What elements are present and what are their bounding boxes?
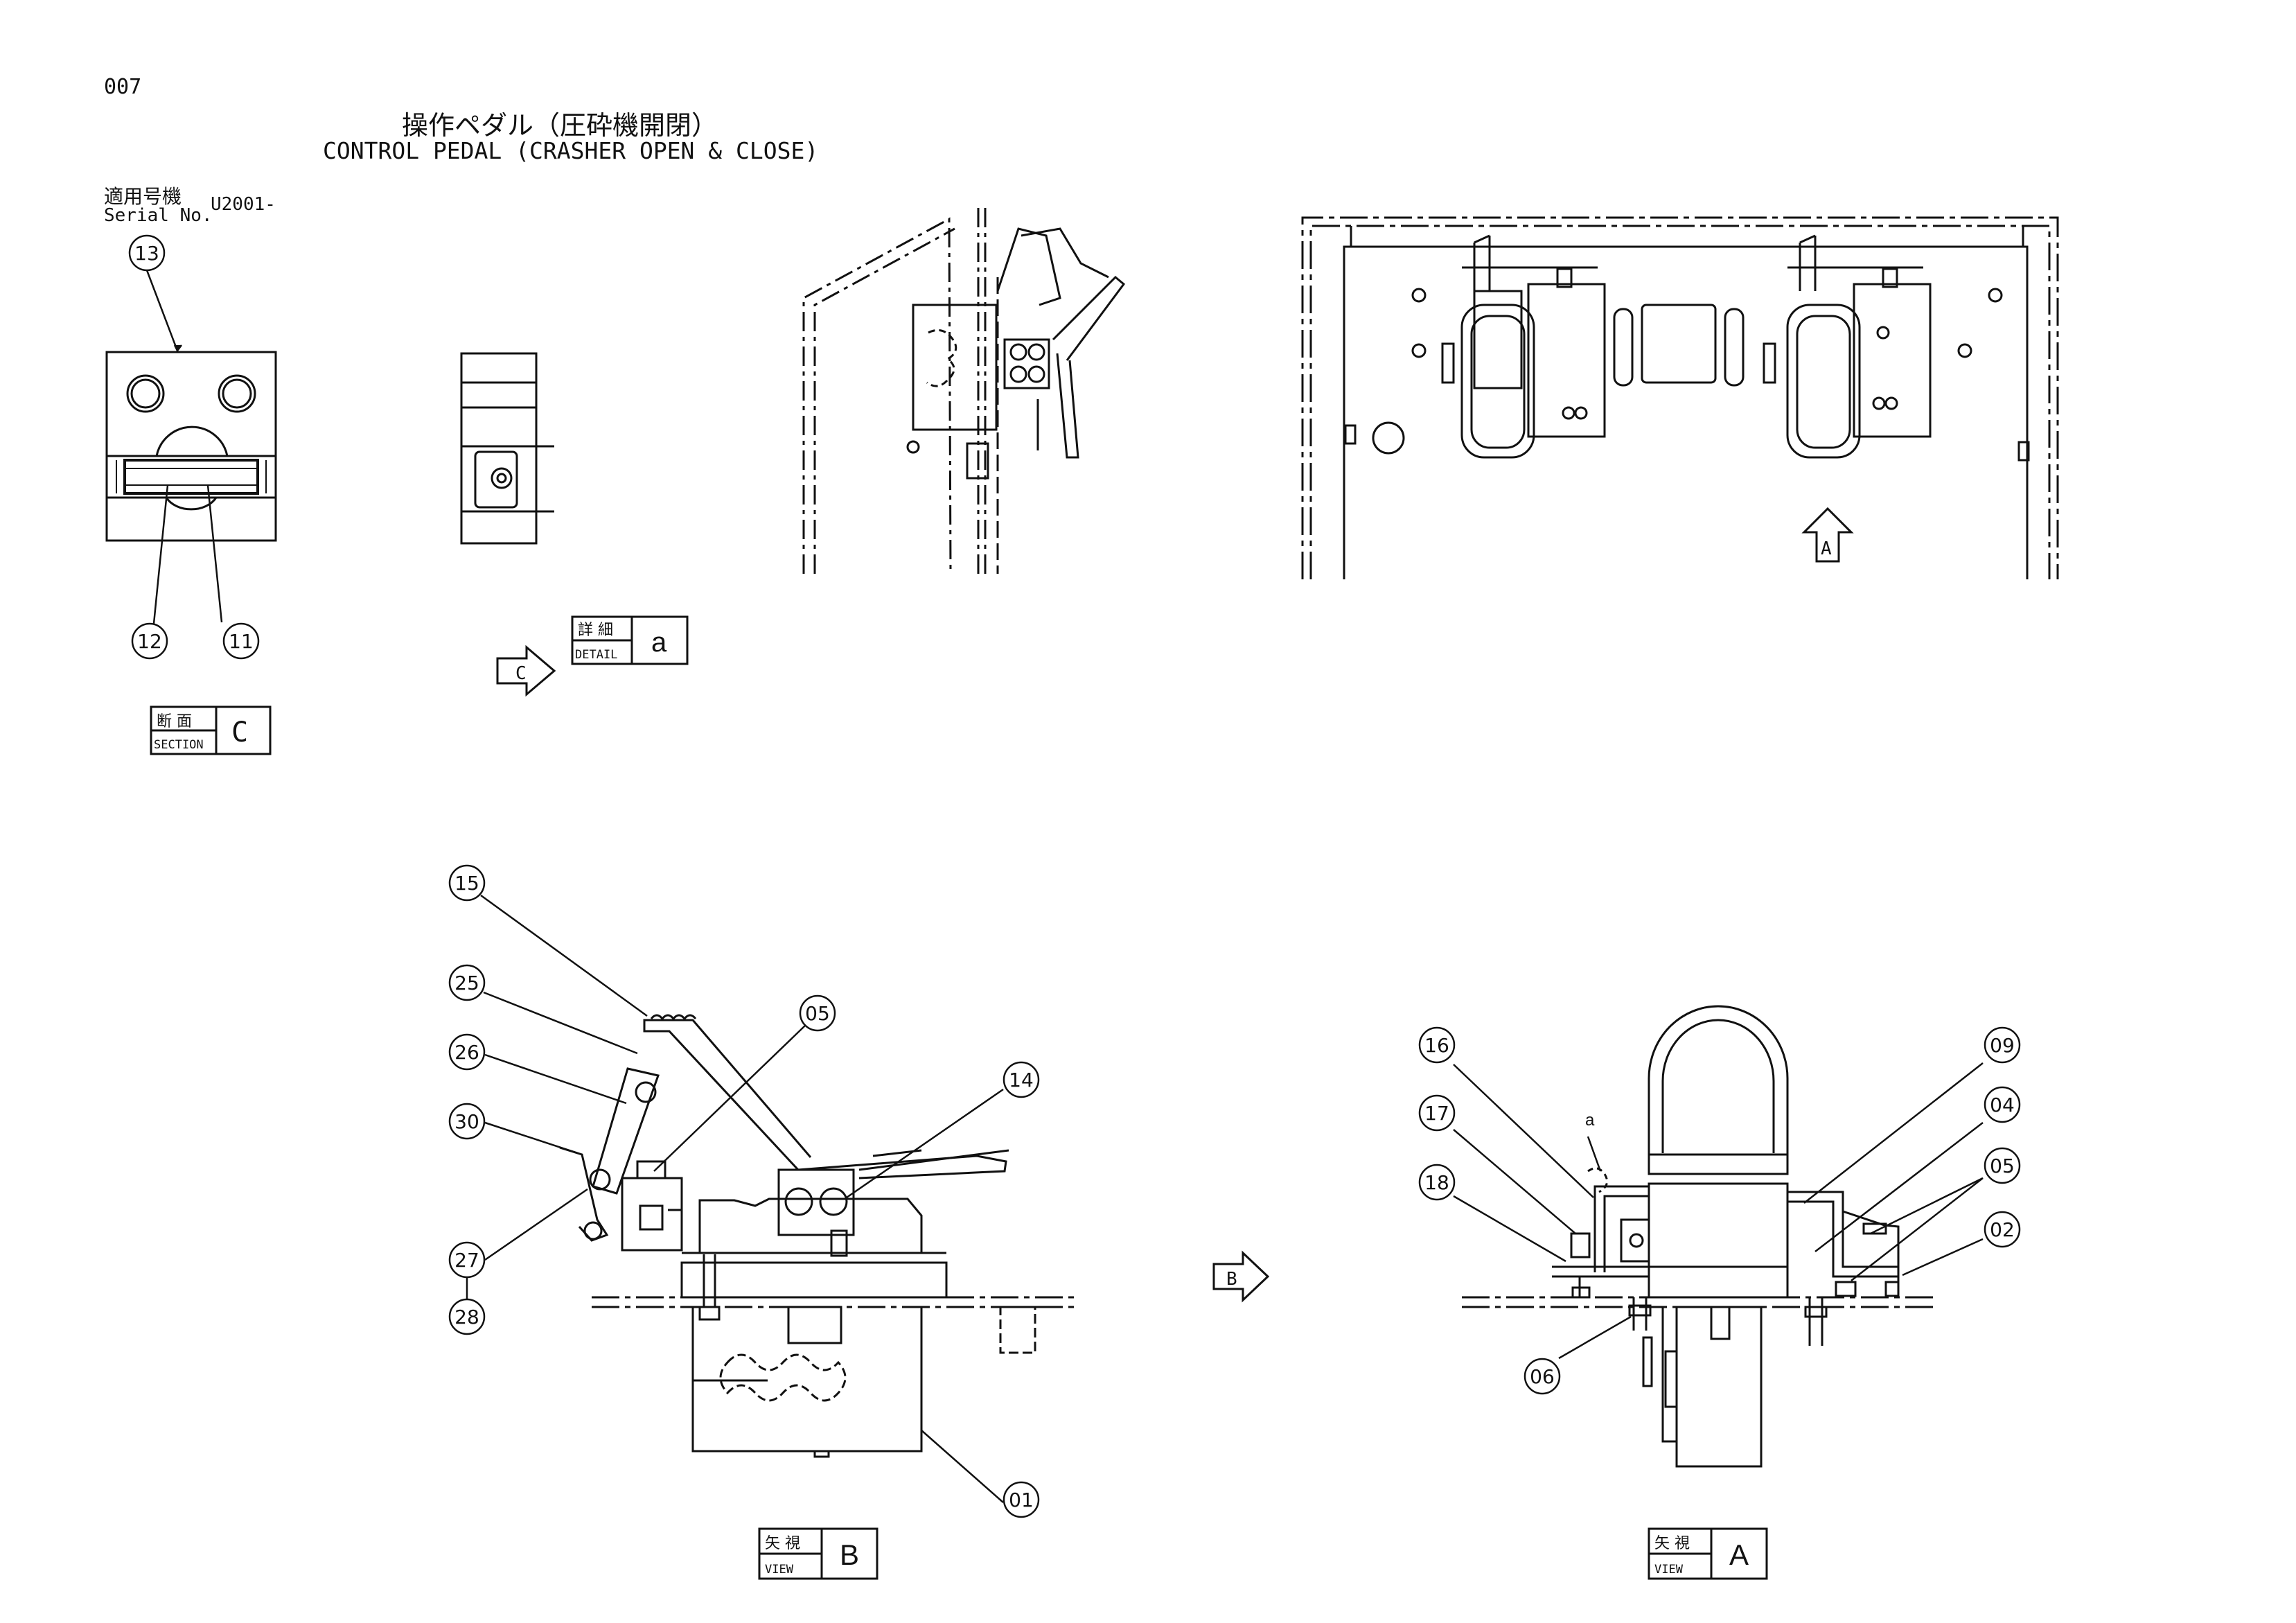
detail-a-drawing xyxy=(460,352,554,545)
balloon-25 xyxy=(448,964,486,1001)
balloon-17 xyxy=(1418,1094,1456,1132)
balloon-15-number: 15 xyxy=(454,872,479,895)
view-b-en: VIEW xyxy=(765,1563,794,1577)
balloon-13-number: 13 xyxy=(134,242,159,265)
view-a-drawing xyxy=(1462,1005,1933,1468)
balloon-26-number: 26 xyxy=(454,1041,479,1064)
balloon-18-number: 18 xyxy=(1424,1171,1449,1194)
detail-a-jp: 詳 細 xyxy=(578,622,613,639)
view-arrow-b xyxy=(1212,1250,1270,1303)
balloon-16 xyxy=(1418,1026,1456,1064)
balloon-02 xyxy=(1984,1211,2021,1248)
arrow-b-letter: B xyxy=(1226,1269,1237,1290)
balloon-05-right-number: 05 xyxy=(1990,1155,2015,1177)
balloon-14 xyxy=(1003,1061,1040,1098)
balloon-04-number: 04 xyxy=(1990,1094,2015,1116)
serial-label-jp: 適用号機 xyxy=(104,185,182,208)
section-c-drawing xyxy=(105,351,277,542)
balloon-27 xyxy=(448,1241,486,1279)
detail-reference-letter: a xyxy=(1585,1111,1595,1130)
balloon-11-number: 11 xyxy=(229,630,254,653)
arrow-a-letter: A xyxy=(1821,538,1832,559)
view-a-label-box xyxy=(1648,1527,1768,1580)
balloon-27-number: 27 xyxy=(454,1249,479,1272)
balloon-25-number: 25 xyxy=(454,972,479,994)
balloon-05-left xyxy=(799,994,836,1032)
balloon-28 xyxy=(448,1298,486,1335)
view-a-letter: A xyxy=(1729,1538,1749,1571)
balloon-01 xyxy=(1003,1481,1040,1518)
balloon-16-number: 16 xyxy=(1424,1034,1449,1057)
balloon-04 xyxy=(1984,1086,2021,1123)
view-arrow-c xyxy=(496,644,556,697)
balloon-18 xyxy=(1418,1164,1456,1201)
section-c-letter: C xyxy=(231,717,248,748)
page-number: 007 xyxy=(104,75,142,99)
view-b-label-box xyxy=(758,1527,878,1580)
view-a-en: VIEW xyxy=(1654,1563,1684,1577)
balloon-05-right xyxy=(1984,1147,2021,1184)
balloon-06 xyxy=(1524,1358,1561,1395)
balloon-26 xyxy=(448,1033,486,1071)
balloon-15 xyxy=(448,864,486,902)
balloon-02-number: 02 xyxy=(1990,1218,2015,1241)
serial-label-en: Serial No. xyxy=(104,205,213,226)
leader-lines xyxy=(145,270,1984,1503)
view-b-letter: B xyxy=(840,1538,859,1571)
serial-value: U2001- xyxy=(211,194,276,215)
title-japanese: 操作ペダル（圧砕機開閉） xyxy=(402,110,718,141)
balloon-06-number: 06 xyxy=(1530,1365,1555,1388)
arrow-c-letter: C xyxy=(515,663,527,684)
balloon-09 xyxy=(1984,1026,2021,1064)
balloon-12-number: 12 xyxy=(137,630,162,653)
balloon-28-number: 28 xyxy=(454,1306,479,1328)
view-a-jp: 矢 視 xyxy=(1654,1535,1690,1552)
balloon-13 xyxy=(128,234,166,272)
title-english: CONTROL PEDAL (CRASHER OPEN & CLOSE) xyxy=(323,137,819,164)
balloon-30 xyxy=(448,1103,486,1140)
balloon-17-number: 17 xyxy=(1424,1102,1449,1125)
detail-a-letter: a xyxy=(651,627,667,658)
balloon-01-number: 01 xyxy=(1009,1489,1034,1511)
detail-a-label-box xyxy=(571,615,689,665)
section-c-label-box xyxy=(150,705,272,755)
top-side-view xyxy=(802,208,1126,574)
section-c-en: SECTION xyxy=(154,738,204,752)
view-b-jp: 矢 視 xyxy=(765,1535,800,1552)
balloon-14-number: 14 xyxy=(1009,1069,1034,1091)
balloon-30-number: 30 xyxy=(454,1110,479,1133)
balloon-11 xyxy=(222,622,260,660)
balloon-12 xyxy=(131,622,168,660)
balloon-05-left-number: 05 xyxy=(805,1002,830,1025)
view-b-drawing xyxy=(559,1014,1078,1458)
top-plan-view xyxy=(1301,216,2059,579)
detail-a-en: DETAIL xyxy=(575,648,617,662)
balloon-09-number: 09 xyxy=(1990,1034,2015,1057)
section-c-jp: 断 面 xyxy=(157,713,192,730)
